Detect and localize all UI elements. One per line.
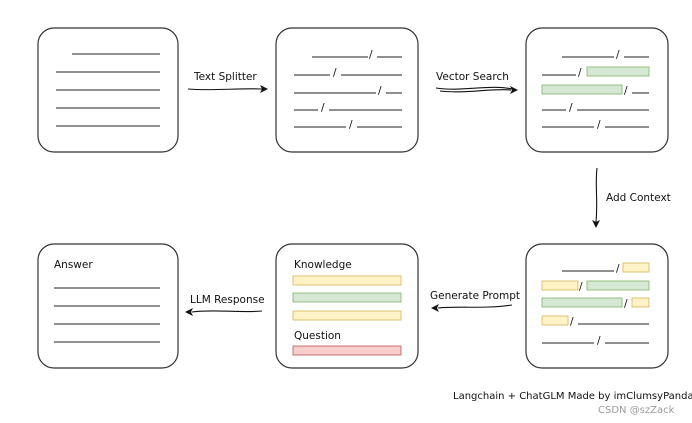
- svg-text:/: /: [349, 119, 353, 131]
- svg-text:/: /: [616, 49, 620, 61]
- context-highlight: [541, 280, 579, 291]
- svg-text:/: /: [597, 335, 601, 347]
- matched-chunk-highlight: [541, 297, 623, 308]
- prompt-card: Knowledge Question: [275, 243, 419, 369]
- generate-prompt-label: Generate Prompt: [430, 290, 520, 302]
- knowledge-label: Knowledge: [294, 259, 352, 271]
- knowledge-block: [292, 310, 402, 321]
- svg-text:/: /: [624, 298, 628, 310]
- svg-text:/: /: [570, 316, 574, 328]
- svg-text:/: /: [579, 281, 583, 293]
- credit-text: Langchain + ChatGLM Made by imClumsyPand…: [453, 391, 692, 402]
- question-label: Question: [294, 330, 341, 342]
- matched-chunk-highlight: [586, 66, 650, 77]
- svg-text:/: /: [578, 67, 582, 79]
- watermark-text: CSDN @szZack: [598, 405, 675, 416]
- svg-text:/: /: [624, 85, 628, 97]
- svg-text:/: /: [616, 263, 620, 275]
- vector-search-label: Vector Search: [436, 71, 509, 83]
- svg-text:/: /: [369, 49, 373, 61]
- context-card: / / / / /: [525, 243, 669, 369]
- generate-prompt-arrow: Generate Prompt: [430, 290, 520, 312]
- svg-text:/: /: [333, 67, 337, 79]
- search-results-card: / / / / /: [525, 27, 669, 153]
- add-context-arrow: Add Context: [592, 167, 671, 228]
- answer-card: Answer: [37, 243, 179, 369]
- llm-response-arrow: LLM Response: [185, 294, 265, 316]
- svg-text:/: /: [597, 119, 601, 131]
- context-highlight: [541, 315, 569, 326]
- svg-text:/: /: [378, 85, 382, 97]
- knowledge-block: [292, 292, 402, 303]
- matched-chunk-highlight: [541, 84, 623, 95]
- text-splitter-arrow: Text Splitter: [187, 71, 268, 93]
- answer-title: Answer: [54, 259, 93, 271]
- add-context-label: Add Context: [606, 192, 671, 204]
- llm-response-label: LLM Response: [190, 294, 265, 306]
- svg-text:/: /: [569, 102, 573, 114]
- context-highlight: [622, 262, 650, 273]
- matched-chunk-highlight: [586, 280, 650, 291]
- context-highlight: [631, 297, 650, 308]
- source-document-card: [37, 27, 179, 153]
- svg-text:/: /: [321, 102, 325, 114]
- text-splitter-label: Text Splitter: [193, 71, 257, 83]
- knowledge-block: [292, 275, 402, 286]
- split-chunks-card: / / / / /: [275, 27, 419, 153]
- vector-search-arrow: Vector Search: [435, 71, 518, 94]
- question-block: [292, 345, 402, 356]
